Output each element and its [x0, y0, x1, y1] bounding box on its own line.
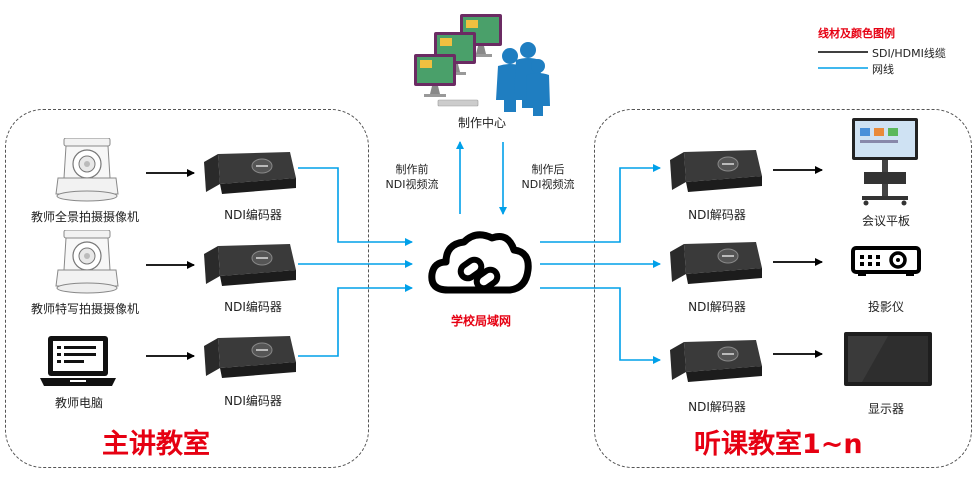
output-label-monitor: 显示器 — [867, 402, 904, 416]
decoder-label-2: NDI解码器 — [688, 300, 746, 314]
post-stream-label: 制作后 NDI视频流 — [521, 163, 575, 191]
ndi-decoder-device-icon — [670, 242, 762, 284]
legend-label-sdi: SDI/HDMI线缆 — [872, 47, 946, 60]
interactive-panel-icon — [852, 118, 918, 206]
laptop-icon — [40, 336, 116, 386]
net-lan-decoder3 — [540, 287, 661, 364]
monitor-icon — [844, 332, 932, 386]
output-label-panel: 会议平板 — [861, 214, 910, 228]
ndi-encoder-device-icon — [204, 152, 296, 194]
production-center-icon — [414, 14, 550, 116]
production-center-label: 制作中心 — [457, 116, 506, 130]
cloud-network-icon — [428, 231, 532, 294]
ndi-encoder-device-icon — [204, 336, 296, 378]
ptz-camera-icon — [55, 230, 119, 294]
ndi-decoder-device-icon — [670, 150, 762, 192]
net-lan-decoder1 — [540, 164, 661, 243]
output-label-projector: 投影仪 — [867, 300, 904, 314]
ndi-encoder-device-icon — [204, 244, 296, 286]
projector-icon — [851, 246, 921, 276]
source-label-camera-wide: 教师全景拍摄摄像机 — [30, 210, 139, 224]
encoder-label-3: NDI编码器 — [224, 394, 282, 408]
legend-title: 线材及颜色图例 — [818, 27, 895, 40]
pre-stream-label: 制作前 NDI视频流 — [385, 163, 439, 191]
listening-classroom-title: 听课教室1~n — [694, 429, 863, 460]
ndi-decoder-device-icon — [670, 340, 762, 382]
encoder-label-2: NDI编码器 — [224, 300, 282, 314]
ptz-camera-icon — [55, 138, 119, 202]
main-classroom-title: 主讲教室 — [102, 429, 210, 460]
encoder-label-1: NDI编码器 — [224, 208, 282, 222]
decoder-label-1: NDI解码器 — [688, 208, 746, 222]
legend-label-network: 网线 — [872, 63, 894, 76]
net-encoder1-lan — [298, 167, 413, 246]
source-label-laptop: 教师电脑 — [54, 396, 103, 410]
source-label-camera-close: 教师特写拍摄摄像机 — [30, 302, 139, 316]
network-label: 学校局域网 — [450, 314, 511, 328]
net-encoder3-lan — [298, 284, 413, 357]
decoder-label-3: NDI解码器 — [688, 400, 746, 414]
